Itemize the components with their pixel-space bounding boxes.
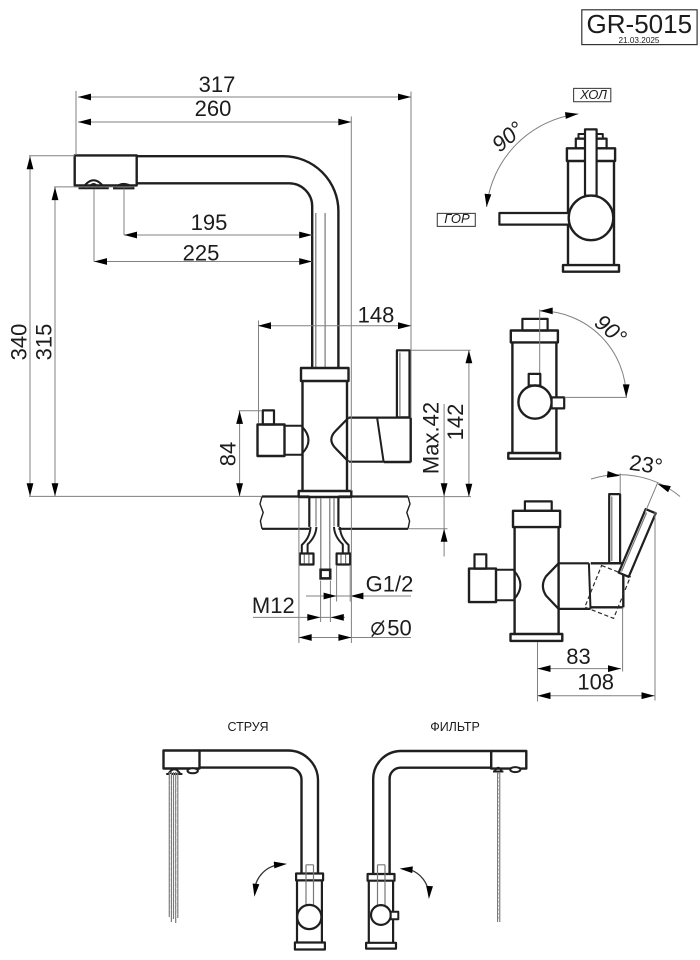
svg-text:260: 260 bbox=[195, 96, 232, 121]
svg-text:108: 108 bbox=[577, 670, 614, 695]
svg-text:Max.42: Max.42 bbox=[419, 402, 444, 474]
svg-text:317: 317 bbox=[199, 72, 236, 97]
svg-text:315: 315 bbox=[32, 324, 57, 361]
svg-text:225: 225 bbox=[183, 241, 220, 266]
svg-text:84: 84 bbox=[216, 442, 241, 466]
svg-text:23°: 23° bbox=[628, 450, 664, 479]
svg-text:ХОЛ: ХОЛ bbox=[579, 87, 607, 102]
svg-text:340: 340 bbox=[7, 324, 32, 361]
svg-text:ФИЛЬТР: ФИЛЬТР bbox=[430, 720, 480, 734]
svg-text:148: 148 bbox=[358, 303, 395, 328]
svg-text:21.03.2025: 21.03.2025 bbox=[619, 36, 660, 45]
svg-text:142: 142 bbox=[443, 404, 468, 441]
svg-text:ГОР: ГОР bbox=[444, 211, 470, 226]
svg-text:83: 83 bbox=[566, 644, 590, 669]
svg-text:195: 195 bbox=[191, 210, 228, 235]
svg-text:M12: M12 bbox=[252, 593, 295, 618]
svg-text:GR-5015: GR-5015 bbox=[587, 9, 693, 39]
svg-text:50: 50 bbox=[387, 615, 411, 640]
svg-text:СТРУЯ: СТРУЯ bbox=[227, 720, 268, 734]
svg-text:G1/2: G1/2 bbox=[366, 572, 414, 597]
